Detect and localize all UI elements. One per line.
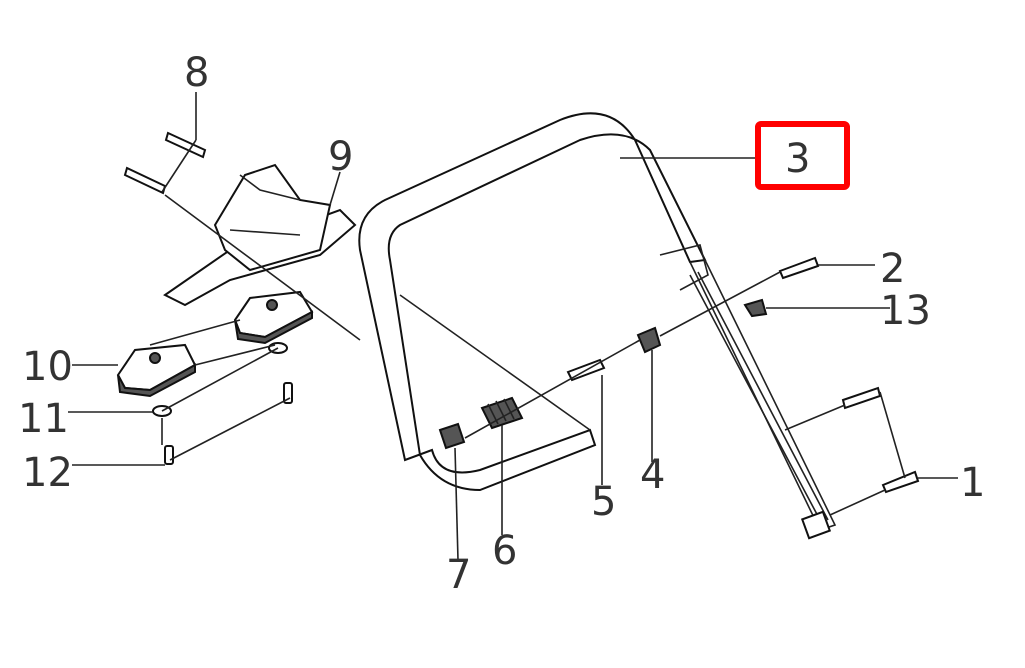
label-6: 6 [492,528,517,574]
nut-part-4[interactable] [636,326,662,354]
handle-bar[interactable] [358,112,837,540]
label-13: 13 [880,288,931,334]
label-3[interactable]: 3 [785,136,810,182]
bolt-part-1[interactable] [841,386,920,494]
clip-part-13[interactable] [743,298,768,318]
bracket-part-9[interactable] [163,163,357,307]
label-9: 9 [328,134,353,180]
pad-part-10[interactable] [116,290,314,398]
label-1: 1 [960,460,985,506]
label-4: 4 [640,452,665,498]
label-12: 12 [22,450,73,496]
label-8: 8 [184,50,209,96]
bolt-part-8[interactable] [123,131,207,195]
spring-part-6[interactable] [480,396,524,430]
highlight-box [755,121,850,190]
bolt-part-2[interactable] [778,256,820,280]
label-10: 10 [22,344,73,390]
label-5: 5 [591,479,616,525]
label-7: 7 [446,552,471,598]
leader-lines [68,92,958,561]
part-labels: 8 9 3 2 13 10 11 12 4 5 6 7 1 [18,50,985,598]
label-2: 2 [880,246,905,292]
nut-part-7[interactable] [438,422,466,450]
label-11: 11 [18,396,69,442]
